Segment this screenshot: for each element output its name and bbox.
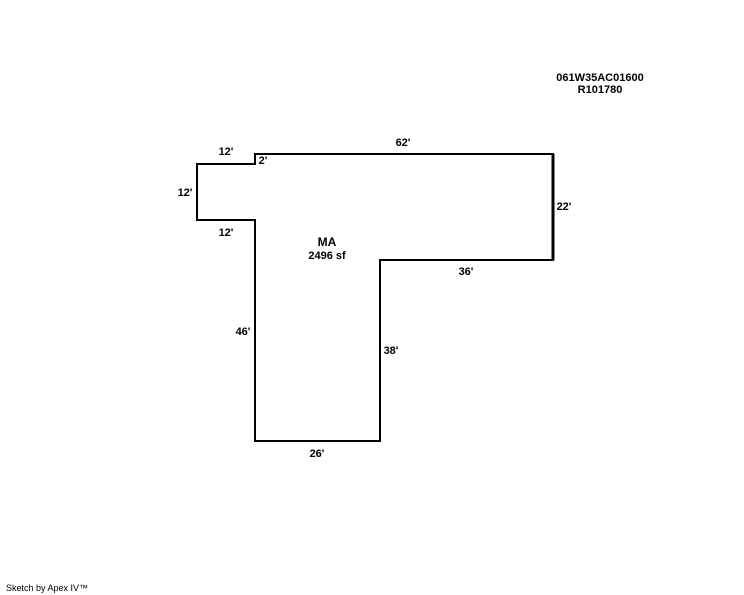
dimension-inner-left-step: 12' xyxy=(219,227,234,239)
sketch-credit: Sketch by Apex IV™ xyxy=(6,583,89,593)
parcel-account-number: R101780 xyxy=(578,84,623,96)
dimension-top-long: 62' xyxy=(396,137,411,149)
building-outline xyxy=(196,153,554,442)
dimension-top-step: 2' xyxy=(259,155,268,167)
dimension-left-bump: 12' xyxy=(178,187,193,199)
dimension-right-lower: 38' xyxy=(384,345,399,357)
parcel-map-number: 061W35AC01600 xyxy=(556,72,643,84)
dimension-bottom: 26' xyxy=(310,448,325,460)
dimension-inner-right-step: 36' xyxy=(459,266,474,278)
area-code: MA xyxy=(318,235,337,249)
area-size: 2496 sf xyxy=(308,250,346,262)
dimension-top-left-short: 12' xyxy=(219,146,234,158)
dimension-right-upper: 22' xyxy=(557,201,572,213)
dimension-left-long: 46' xyxy=(236,326,251,338)
